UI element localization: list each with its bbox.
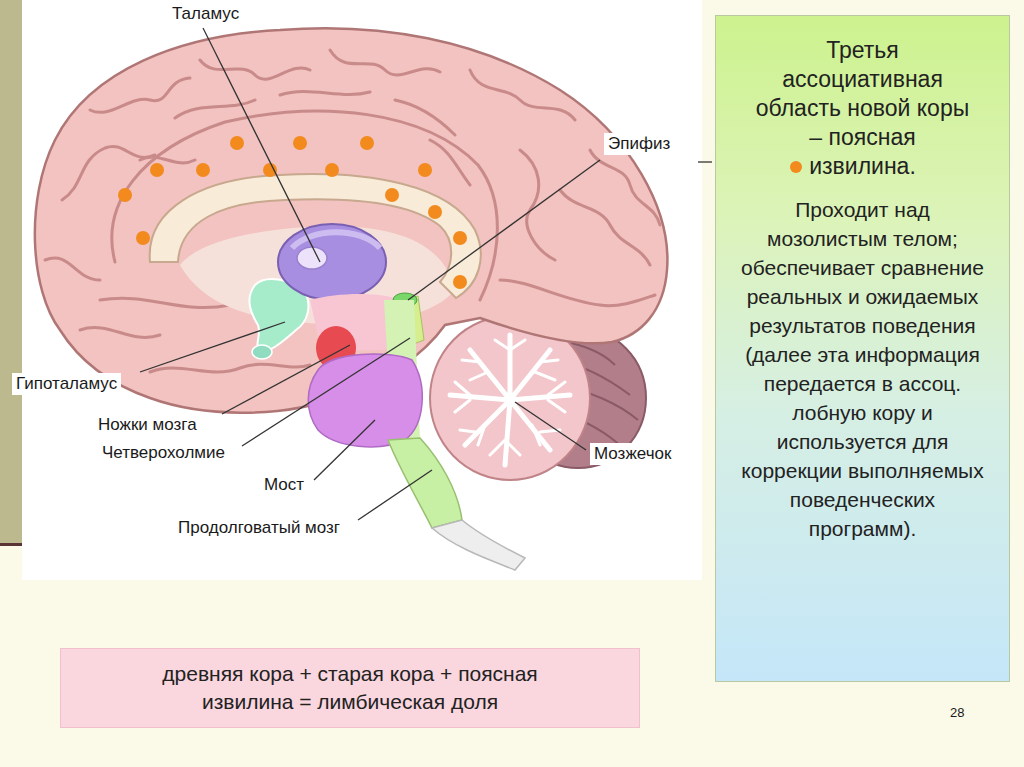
picture-ground (22, 0, 702, 580)
orange-dot (360, 136, 374, 150)
orange-dot (230, 136, 244, 150)
thalamus (278, 224, 386, 300)
arbor-branch (450, 335, 570, 465)
thalamus-shade (292, 232, 380, 248)
part-label: Продолговатый мозг (174, 517, 344, 539)
sulcus (62, 146, 155, 200)
leader-line (698, 161, 712, 162)
part-label: Мозжечок (590, 443, 675, 465)
sulcus (80, 328, 160, 338)
part-label: Таламус (168, 3, 243, 25)
part-label: Эпифиз (604, 133, 674, 155)
leader-line (358, 470, 432, 520)
leader-line (314, 420, 375, 480)
panel-title: Третья ассоциативная область новой коры … (755, 36, 970, 181)
formula-text: древняя кора + старая кора + поясная изв… (140, 660, 560, 716)
orange-dot (418, 163, 432, 177)
sulcus (200, 60, 310, 79)
sulcus (470, 70, 575, 120)
leader-line (408, 160, 600, 300)
info-panel: Третья ассоциативная область новой коры … (715, 15, 1010, 682)
orange-dot (385, 188, 399, 202)
sulcus (330, 50, 440, 75)
gyri (45, 50, 660, 372)
part-label: Гипоталамус (12, 373, 121, 395)
orange-dot (263, 163, 277, 177)
side-strip (0, 0, 22, 545)
bullet-dot (790, 161, 802, 173)
medulla (388, 438, 462, 528)
orange-dot (118, 188, 132, 202)
arbor-twig (455, 340, 565, 455)
orange-dot (136, 231, 150, 245)
leader-line (203, 28, 320, 262)
part-label: Четверохолмие (98, 442, 229, 464)
sulcus (175, 91, 455, 135)
sulcus (560, 190, 650, 265)
orange-dot (428, 205, 442, 219)
orange-dot (293, 136, 307, 150)
leader-line (515, 402, 586, 450)
part-label: Мост (260, 474, 308, 496)
sulcus (45, 258, 100, 280)
thalamus-adhesion (297, 247, 327, 269)
orange-dot (453, 275, 467, 289)
sulcus (500, 280, 655, 306)
orange-dot (196, 163, 210, 177)
sulcus (90, 78, 190, 112)
leader-line (242, 338, 410, 446)
spinal-cord (432, 520, 525, 570)
orange-dot (453, 231, 467, 245)
leader-line (140, 322, 285, 372)
arbor-vitae (450, 335, 570, 465)
leader-line (222, 345, 350, 414)
pituitary (252, 345, 272, 359)
panel-body: Проходит над мозолистым телом; обеспечив… (735, 195, 990, 543)
orange-dot (150, 163, 164, 177)
part-label: Ножки мозга (94, 414, 201, 436)
orange-dot (325, 163, 339, 177)
page-number: 28 (946, 704, 968, 722)
cingulate-dots (118, 136, 467, 289)
formula-box: древняя кора + старая кора + поясная изв… (60, 648, 640, 728)
pons (308, 354, 422, 447)
sulcus (150, 364, 310, 372)
